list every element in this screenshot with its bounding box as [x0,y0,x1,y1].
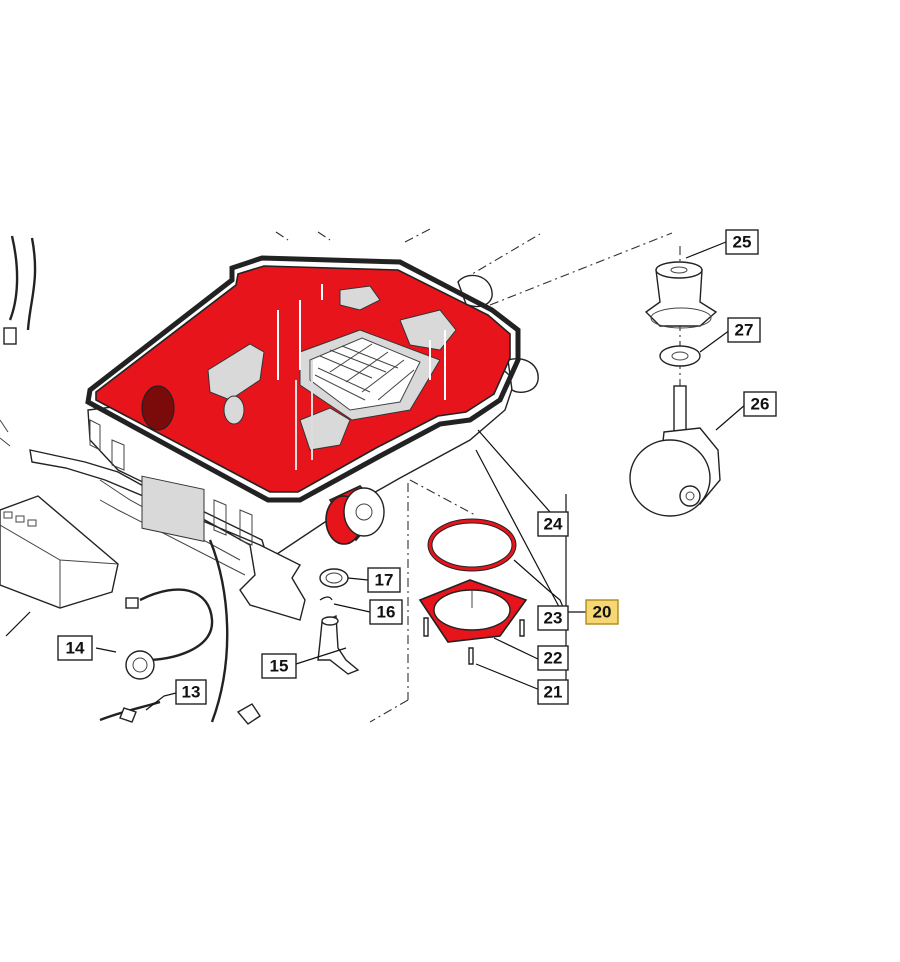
svg-text:26: 26 [751,395,770,414]
svg-text:22: 22 [544,649,563,668]
svg-text:21: 21 [544,683,563,702]
callout-21: 21 [537,679,569,705]
caster-wheel-assembly [629,261,721,517]
svg-text:25: 25 [733,233,752,252]
red-tray [85,255,521,503]
callout-26: 26 [743,391,777,417]
callout-25: 25 [725,229,759,255]
left-cable [0,235,37,447]
svg-text:15: 15 [270,657,289,676]
callout-27: 27 [727,317,761,343]
svg-text:27: 27 [735,321,754,340]
filter-grid [309,337,421,411]
callout-22: 22 [537,645,569,671]
svg-text:24: 24 [544,515,563,534]
callout-23: 23 [537,605,569,631]
callout-20: 20 [585,599,619,625]
callout-17: 17 [367,567,401,593]
callout-24: 24 [537,511,569,537]
controller-box [0,495,119,637]
callout-14: 14 [57,635,93,661]
svg-text:13: 13 [182,683,201,702]
gasket-set [418,518,528,665]
charging-cable [99,539,261,725]
svg-text:16: 16 [377,603,396,622]
svg-text:14: 14 [66,639,85,658]
svg-text:20: 20 [593,603,612,622]
callout-13: 13 [175,679,207,705]
callout-15: 15 [261,653,297,679]
svg-text:23: 23 [544,609,563,628]
motor-cylinder [325,485,385,545]
svg-text:17: 17 [375,571,394,590]
small-parts [317,568,360,675]
callout-16: 16 [369,599,403,625]
